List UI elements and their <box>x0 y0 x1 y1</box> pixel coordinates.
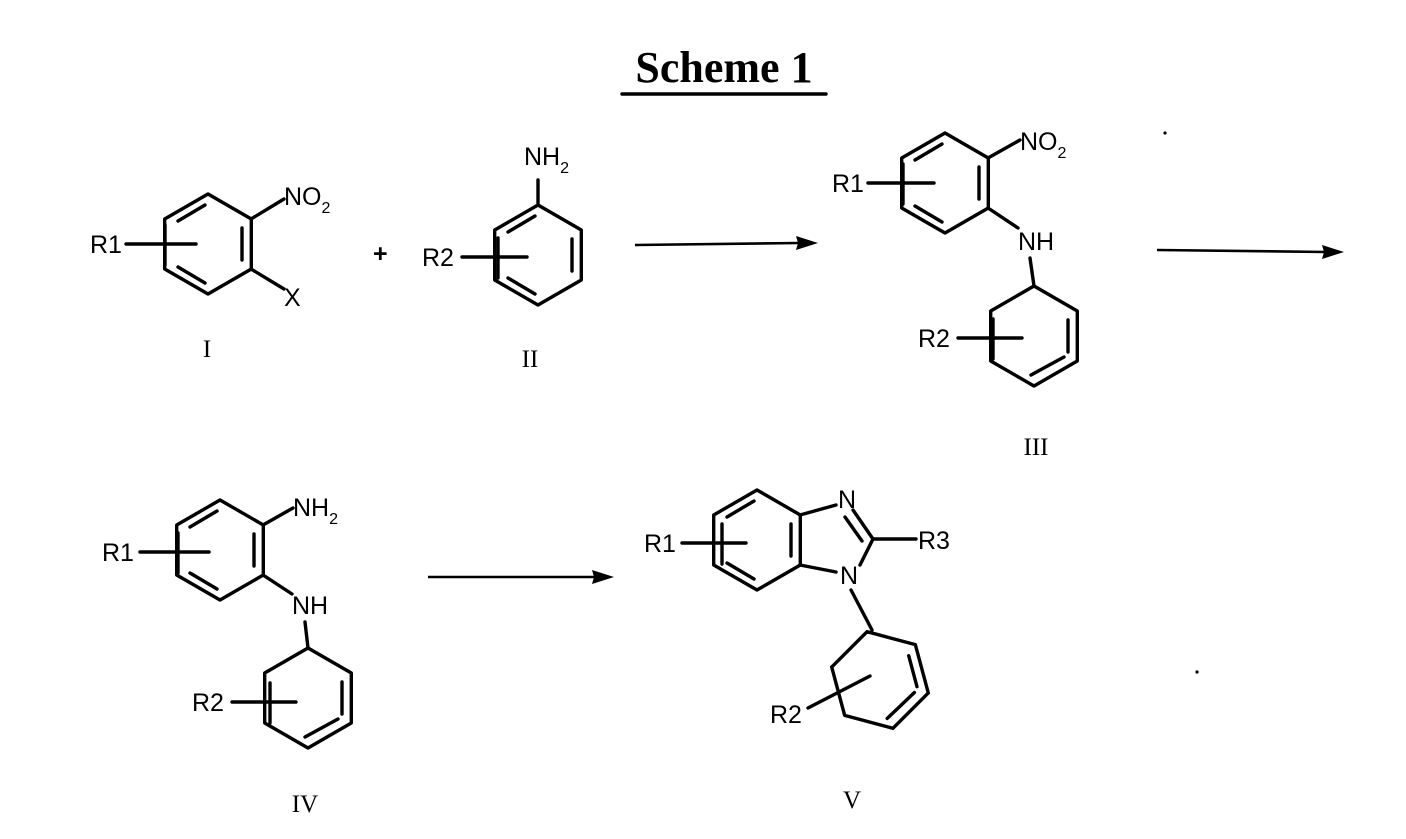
substituent-r2: R2 <box>192 689 224 717</box>
imidazole-bond-c-n3 <box>800 505 836 515</box>
imidazole-bond-c2-n1 <box>860 539 873 565</box>
bond-n1-to-aryl <box>851 590 872 630</box>
compound-IV: R1 NH2 NH R2 IV <box>102 494 351 818</box>
benzene-ring <box>825 620 935 739</box>
substituent-r2: R2 <box>918 325 950 353</box>
bond-to-no2 <box>988 140 1020 158</box>
compound-label-II: II <box>522 346 539 373</box>
compound-III: R1 NO2 NH R2 III <box>832 128 1077 461</box>
imidazole-bond-n1-c <box>800 565 836 572</box>
amine-nh: NH <box>1018 228 1054 256</box>
compound-V: N N R3 R1 R2 V <box>644 486 950 814</box>
imidazole-n1: N <box>840 562 858 590</box>
substituent-r2: R2 <box>770 701 802 729</box>
amine-nh: NH <box>292 592 328 620</box>
plus-sign: + <box>373 240 388 268</box>
amino-group: NH2 <box>524 143 569 177</box>
reaction-arrow-3 <box>428 570 614 584</box>
scan-speck <box>1163 131 1166 134</box>
leaving-group-x: X <box>284 284 301 312</box>
substituent-r1: R1 <box>90 231 122 259</box>
reaction-arrow-2 <box>1157 245 1344 259</box>
substituent-r1: R1 <box>832 170 864 198</box>
scheme-title: Scheme 1 <box>635 43 812 92</box>
bond-nh-to-aryl <box>1030 258 1034 286</box>
substituent-r3: R3 <box>918 527 950 555</box>
bond-to-nh <box>988 208 1018 228</box>
compound-label-III: III <box>1024 434 1049 461</box>
scan-speck <box>1195 670 1198 673</box>
substituent-r1: R1 <box>644 530 676 558</box>
bond-to-r2 <box>808 676 870 708</box>
benzene-ring <box>265 648 352 748</box>
benzene-ring <box>495 205 582 305</box>
substituent-r2: R2 <box>422 244 454 272</box>
reaction-arrow-1 <box>635 236 818 250</box>
compound-label-I: I <box>203 336 211 363</box>
bond-nh-to-aryl <box>305 622 308 648</box>
compound-II: NH2 R2 II <box>422 143 581 373</box>
benzene-ring <box>991 286 1078 386</box>
bond-to-x <box>251 269 284 289</box>
benzene-ring <box>714 490 801 590</box>
compound-label-IV: IV <box>292 791 318 818</box>
nitro-group: NO2 <box>1020 128 1067 162</box>
bond-to-nh <box>263 575 292 594</box>
bond-to-nh2 <box>263 508 293 525</box>
amino-group: NH2 <box>293 494 338 528</box>
benzene-ring <box>177 500 264 600</box>
compound-label-V: V <box>843 787 861 814</box>
substituent-r1: R1 <box>102 539 134 567</box>
bond-to-no2 <box>251 199 284 219</box>
nitro-group: NO2 <box>284 183 331 217</box>
compound-I: R1 NO2 X I <box>90 183 331 363</box>
